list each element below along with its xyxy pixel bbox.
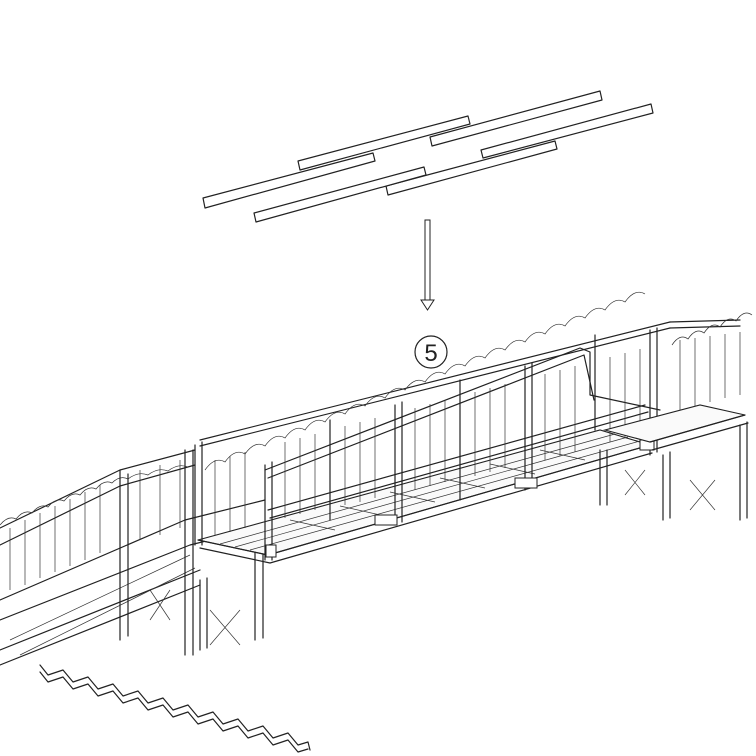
deck-board — [297, 115, 471, 171]
main-handrail — [199, 321, 671, 519]
deck-board — [480, 103, 654, 159]
arrow-down-icon — [420, 219, 435, 311]
deck-board — [385, 140, 558, 196]
main-span-posts — [194, 327, 658, 561]
deck-board — [253, 166, 427, 223]
main-span-pickets — [214, 349, 641, 535]
main-picket-tops — [204, 291, 646, 471]
deck-boards-group — [202, 90, 654, 223]
left-ramp-pickets — [9, 460, 181, 590]
deck-board — [202, 152, 376, 209]
deck-board — [429, 90, 603, 147]
ramp-structure — [0, 291, 753, 666]
step-number: 5 — [424, 340, 437, 367]
ground-break-line-lower — [39, 671, 309, 753]
ground-break-line — [39, 664, 311, 751]
step-number-badge: 5 — [414, 335, 448, 369]
left-landing-posts — [119, 449, 264, 656]
right-landing — [599, 312, 753, 521]
main-ramp-deck — [197, 429, 653, 564]
connector-brackets — [265, 439, 655, 558]
